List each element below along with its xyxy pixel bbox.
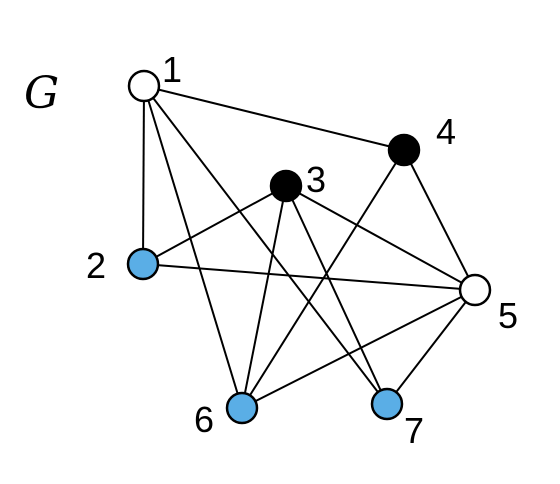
node-3 bbox=[269, 169, 303, 203]
node-label-3: 3 bbox=[306, 159, 326, 200]
node-label-7: 7 bbox=[404, 410, 424, 451]
edge-4-5 bbox=[403, 149, 476, 291]
edge-3-6 bbox=[241, 185, 287, 409]
edge-1-7 bbox=[143, 85, 388, 405]
node-label-1: 1 bbox=[162, 49, 182, 90]
edge-5-7 bbox=[386, 289, 476, 405]
node-label-5: 5 bbox=[498, 295, 518, 336]
edge-1-2 bbox=[142, 85, 145, 265]
edge-1-4 bbox=[143, 85, 405, 151]
edges-layer bbox=[142, 85, 476, 409]
edge-4-6 bbox=[241, 149, 405, 409]
graph-title: G bbox=[24, 68, 59, 119]
edge-5-6 bbox=[241, 289, 476, 409]
node-label-4: 4 bbox=[436, 111, 456, 152]
node-6 bbox=[225, 391, 259, 425]
edge-2-5 bbox=[142, 263, 476, 291]
node-label-6: 6 bbox=[194, 399, 214, 440]
edge-2-3 bbox=[142, 185, 287, 265]
node-1 bbox=[127, 69, 161, 103]
edge-3-5 bbox=[285, 185, 476, 291]
node-2 bbox=[126, 247, 160, 281]
edge-1-6 bbox=[143, 85, 243, 409]
nodes-layer bbox=[126, 69, 492, 425]
node-7 bbox=[370, 387, 404, 421]
node-label-2: 2 bbox=[86, 245, 106, 286]
edge-3-7 bbox=[285, 185, 388, 405]
labels-layer: 1 2 3 4 5 6 7 bbox=[86, 49, 518, 451]
node-4 bbox=[387, 133, 421, 167]
node-5 bbox=[458, 273, 492, 307]
